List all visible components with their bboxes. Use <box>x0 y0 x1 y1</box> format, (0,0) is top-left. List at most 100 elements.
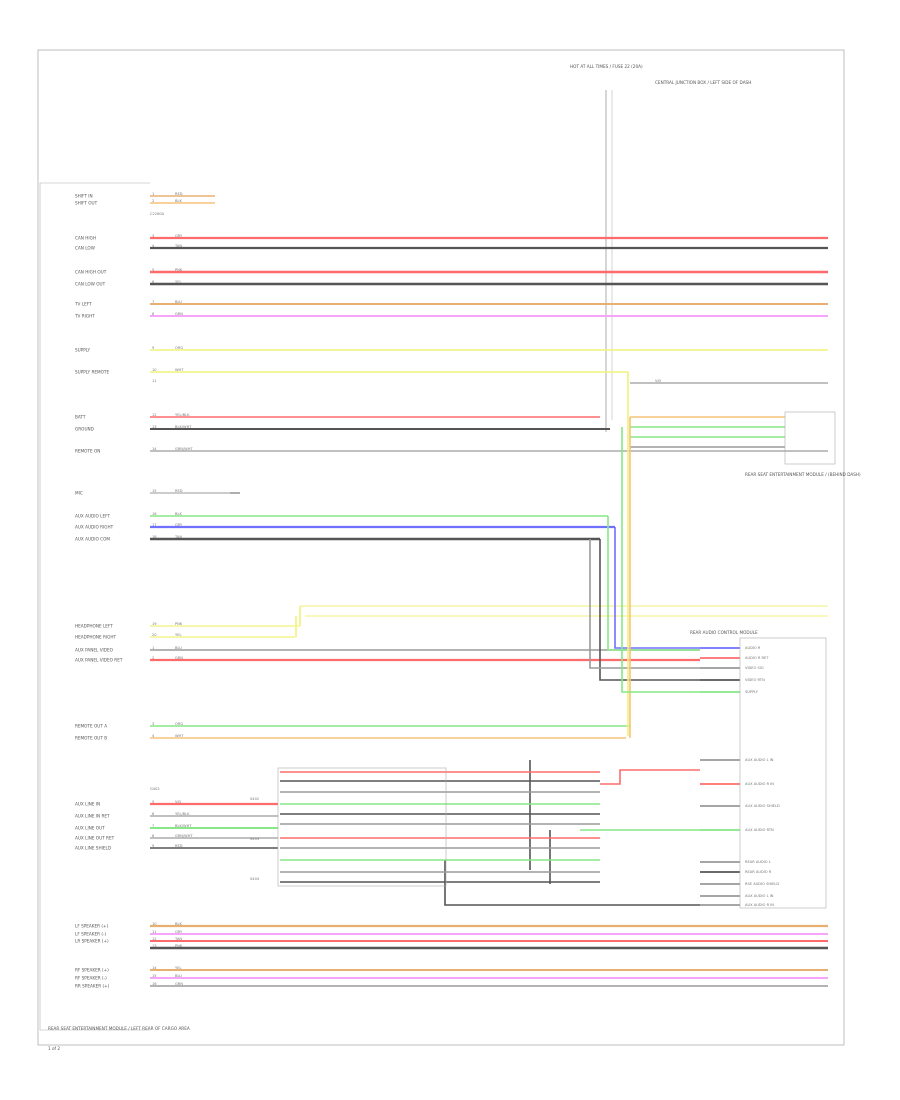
left-label-14: AUX AUDIO LEFT <box>75 514 110 519</box>
wire-code-7: GRN <box>175 312 183 316</box>
wire-code-6: BLU <box>175 300 182 304</box>
pin-num-0: 1 <box>152 192 154 196</box>
pin-num-35: 16 <box>152 982 157 986</box>
pin-num-18: 19 <box>152 622 157 626</box>
wire-code-5: YEL <box>175 280 181 284</box>
pin-num-9: 10 <box>152 368 157 372</box>
wire-code-30: GRY <box>175 930 183 934</box>
module-pin-label-3: VIDEO RTN <box>745 678 765 682</box>
left-label-30: LR SPEAKER (+) <box>75 939 109 944</box>
top-source-label: HOT AT ALL TIMES / FUSE 22 (20A) <box>570 64 643 69</box>
module-pin-label-0: AUDIO R <box>745 646 761 650</box>
route-3 <box>589 539 700 669</box>
left-label-31: RF SPEAKER (+) <box>75 968 109 973</box>
left-label-24: AUX LINE IN RET <box>75 814 110 819</box>
module-pin-label-9: REAR AUDIO L <box>745 860 771 864</box>
route-2 <box>599 539 700 681</box>
wire-code-4: PNK <box>175 268 183 272</box>
left-label-23: AUX LINE IN <box>75 802 100 807</box>
pin-num-21: 2 <box>152 656 154 660</box>
left-label-5: CAN LOW OUT <box>75 282 106 287</box>
connector-label: C2280A <box>150 212 165 216</box>
left-label-22: REMOTE OUT B <box>75 736 107 741</box>
left-label-13: MIC <box>75 491 83 496</box>
wire-code-16: GRY <box>175 523 183 527</box>
pin-num-34: 15 <box>152 974 157 978</box>
splice-box <box>277 767 447 887</box>
wire-code-1: BLK <box>175 199 182 203</box>
rear-audio-module-label: REAR AUDIO CONTROL MODULE <box>690 630 758 635</box>
wire-code-17: TAN <box>174 535 182 539</box>
wire-code-32: PNK <box>175 944 183 948</box>
left-label-8: SUPPLY <box>75 348 91 353</box>
pin-num-16: 17 <box>152 523 157 527</box>
left-label-1: SHIFT OUT <box>75 201 98 206</box>
route-8 <box>600 769 700 785</box>
left-label-4: CAN HIGH OUT <box>75 270 107 275</box>
pin-num-26: 7 <box>152 824 154 828</box>
pin-num-17: 18 <box>152 535 157 539</box>
route-7 <box>444 760 700 906</box>
wire-code-18: PNK <box>175 622 183 626</box>
rear-audio-module <box>739 637 827 909</box>
wire-code-21: GRN <box>175 656 183 660</box>
wire-code-29: BLK <box>175 922 182 926</box>
splice-label-2: S404 <box>250 877 260 881</box>
pin-num-30: 11 <box>152 930 157 934</box>
module-pin-label-4: SUPPLY <box>745 690 759 694</box>
wire-code-12: BLK/WHT <box>175 425 192 429</box>
pin-num-11: 12 <box>152 413 157 417</box>
wire-code-34: BLU <box>175 974 182 978</box>
left-label-17: HEADPHONE LEFT <box>75 624 113 629</box>
pin-num-4: 5 <box>152 268 154 272</box>
pin-num-28: 9 <box>152 844 155 848</box>
pin-num-13: 14 <box>152 447 157 451</box>
diagram-frame <box>37 49 845 1046</box>
left-label-3: CAN LOW <box>75 246 95 251</box>
wire-code-25: YEL/BLK <box>175 812 190 816</box>
wire-code-31: TAN <box>174 937 182 941</box>
module-pin-label-7: AUX AUDIO SHIELD <box>745 804 780 808</box>
pin-num-12: 13 <box>152 425 157 429</box>
pin-num-19: 20 <box>152 633 157 637</box>
left-harness-bracket <box>39 182 150 1031</box>
wire-code-28: RED <box>175 844 183 848</box>
left-label-group: SHIFT IN SHIFT OUT CAN HIGH CAN LOW CAN HIGH… <box>74 194 123 989</box>
pin-num-6: 7 <box>152 300 154 304</box>
route-6 <box>621 427 700 693</box>
module-pin-label-1: AUDIO R RET <box>745 656 769 660</box>
left-label-20: AUX PANEL VIDEO RET <box>75 658 123 663</box>
left-label-19: AUX PANEL VIDEO <box>75 648 114 653</box>
pin-num-32: 13 <box>152 944 157 948</box>
route-0 <box>607 516 700 651</box>
pin-num-8: 9 <box>152 346 155 350</box>
wire-code-3: TAN <box>174 244 182 248</box>
left-label-6: TV LEFT <box>74 302 92 307</box>
left-label-10: BATT <box>75 415 86 420</box>
left-label-27: AUX LINE SHIELD <box>75 846 111 851</box>
pin-num-33: 14 <box>152 966 157 970</box>
route-1 <box>614 527 700 649</box>
left-label-32: RF SPEAKER (-) <box>75 976 107 981</box>
wire-code-22: ORG <box>175 722 183 726</box>
pin-num-10: 11 <box>152 379 157 383</box>
left-label-33: RR SPEAKER (+) <box>75 984 110 989</box>
pin-num-1: 2 <box>152 199 154 203</box>
left-label-18: HEADPHONE RIGHT <box>75 635 117 640</box>
left-label-9: SUPPLY REMOTE <box>75 370 109 375</box>
left-label-26: AUX LINE OUT RET <box>75 836 115 841</box>
footer-note: REAR SEAT ENTERTAINMENT MODULE / LEFT RE… <box>48 1026 190 1031</box>
pin-num-5: 6 <box>152 280 155 284</box>
left-label-0: SHIFT IN <box>75 194 93 199</box>
left-label-15: AUX AUDIO RIGHT <box>75 525 114 530</box>
pin-num-2: 3 <box>152 234 154 238</box>
module-pin-label-12: AUX AUDIO L IN <box>745 894 774 898</box>
left-label-2: CAN HIGH <box>75 236 96 241</box>
wire-code-35: GRN <box>175 982 183 986</box>
pin-num-25: 6 <box>152 812 155 816</box>
wire-code-0: RED <box>175 192 183 196</box>
pin-num-14: 15 <box>152 489 157 493</box>
wire-code-24: VIO <box>175 800 182 804</box>
left-label-29: LF SPEAKER (-) <box>75 932 107 937</box>
